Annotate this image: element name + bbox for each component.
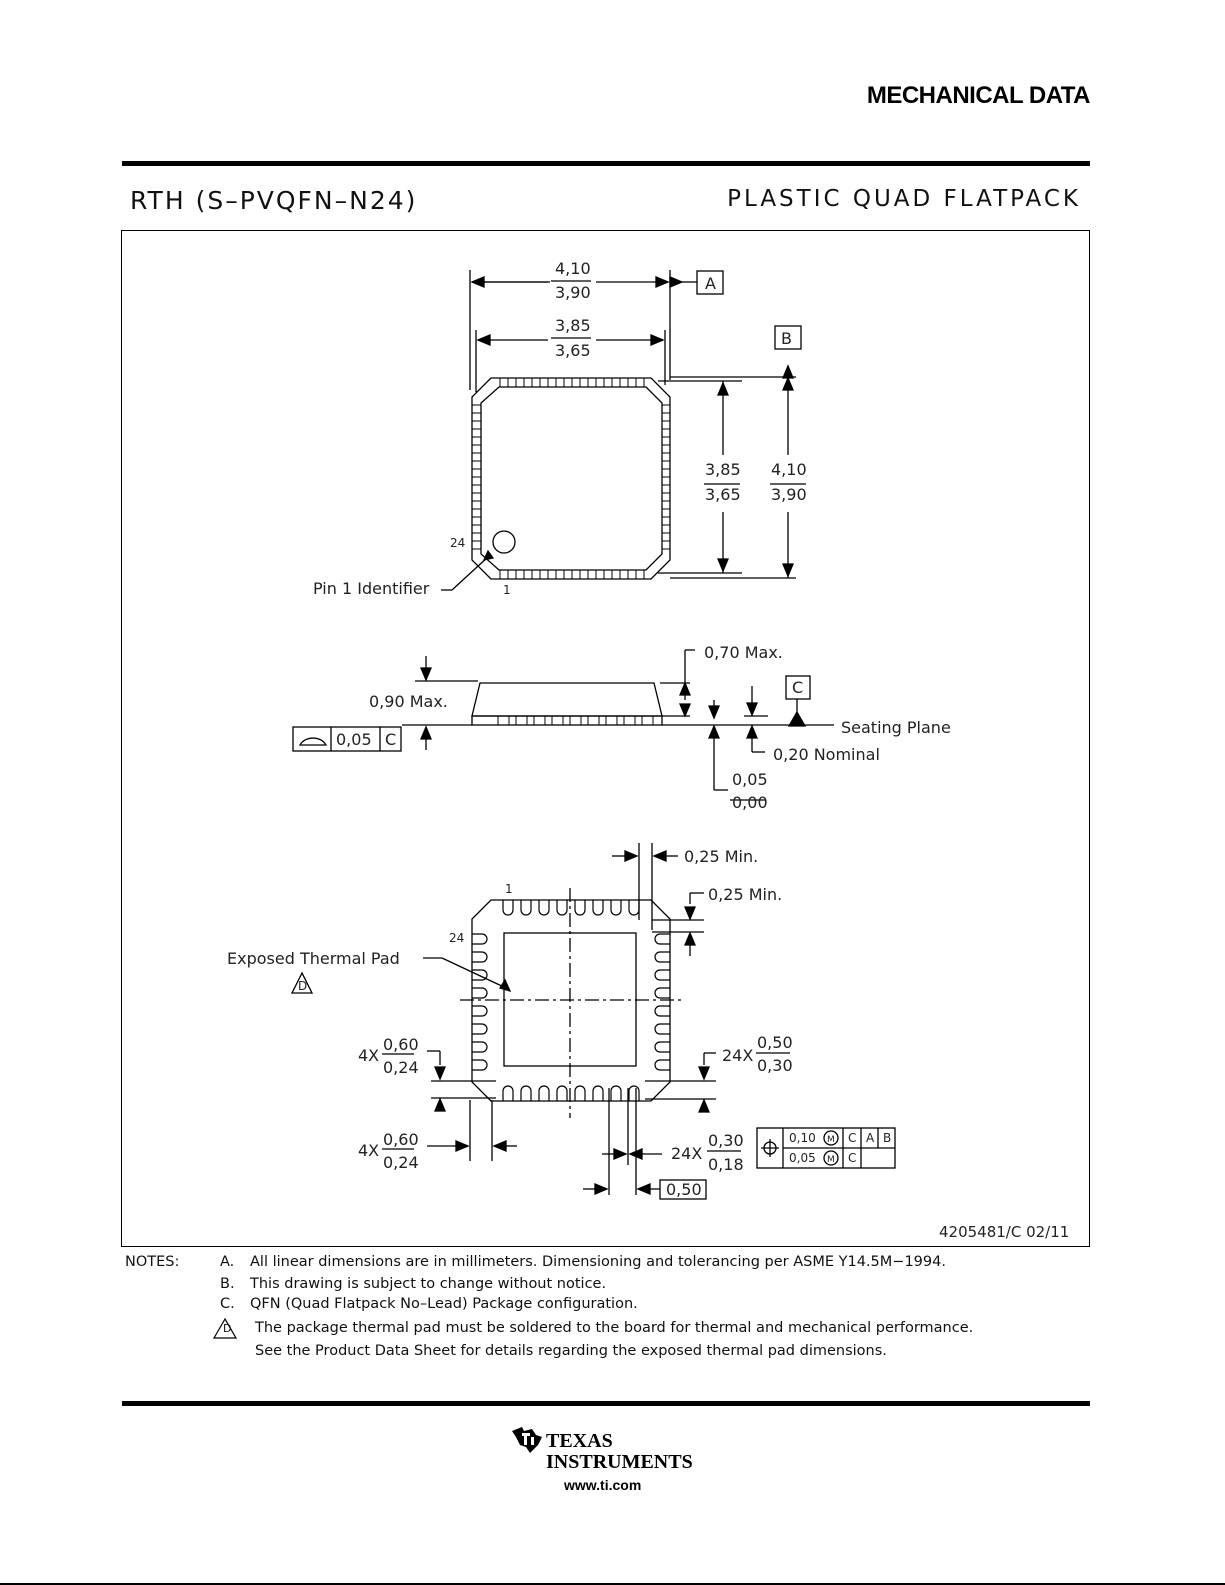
note-a-text: All linear dimensions are in millimeters…	[250, 1254, 946, 1270]
lead-width-min: 0,18	[708, 1155, 744, 1174]
dim-outer-height-max: 4,10	[771, 460, 807, 479]
corner2-max: 0,60	[383, 1130, 419, 1149]
lead-pitch: 0,50	[666, 1180, 702, 1199]
dim-inner-width-min: 3,65	[555, 341, 591, 360]
note-d-text-continued: See the Product Data Sheet for details r…	[255, 1343, 887, 1359]
footer-rule	[122, 1401, 1090, 1406]
page-bottom-edge	[0, 1583, 1225, 1585]
exposed-pad-label: Exposed Thermal Pad	[227, 949, 400, 968]
notes-label: NOTES:	[125, 1254, 180, 1270]
dim-outer-width-max: 4,10	[555, 259, 591, 278]
dim-outer-width-min: 3,90	[555, 283, 591, 302]
datum-b: B	[781, 329, 792, 348]
position-tol-2-modifier: M	[827, 1155, 835, 1165]
corner-multiplier-1: 4X	[358, 1046, 379, 1065]
pin24-label-bottom: 24	[449, 931, 464, 945]
seating-plane-label: Seating Plane	[841, 718, 951, 737]
lead-length-multiplier: 24X	[722, 1046, 753, 1065]
pin24-label-top: 24	[450, 536, 465, 550]
note-c-letter: C.	[220, 1296, 235, 1312]
top-view	[441, 270, 806, 591]
min-clearance-1: 0,25 Min.	[684, 847, 758, 866]
ti-logo-icon	[512, 1427, 542, 1453]
note-a-letter: A.	[220, 1254, 235, 1270]
dim-inner-height-min: 3,65	[705, 485, 741, 504]
side-view	[292, 649, 834, 801]
corner-multiplier-2: 4X	[358, 1141, 379, 1160]
note-b-letter: B.	[220, 1276, 235, 1292]
datum-a: A	[705, 274, 716, 293]
flatness-datum: C	[385, 730, 396, 749]
position-tol-1-datum-b: B	[883, 1131, 891, 1145]
ti-brand-line2: INSTRUMENTS	[546, 1451, 693, 1473]
pin1-identifier-label: Pin 1 Identifier	[313, 579, 430, 598]
lead-length-max: 0,50	[757, 1033, 793, 1052]
position-tol-1-datum-a: A	[866, 1131, 875, 1145]
note-d-letter: D	[223, 1322, 232, 1335]
flatness-value: 0,05	[336, 730, 372, 749]
package-designator: RTH (S–PVQFN–N24)	[130, 186, 418, 215]
page-header-title: MECHANICAL DATA	[866, 82, 1091, 109]
dim-inner-height-max: 3,85	[705, 460, 741, 479]
corner2-min: 0,24	[383, 1153, 419, 1172]
ti-url: www.ti.com	[564, 1477, 642, 1493]
lead-width-max: 0,30	[708, 1131, 744, 1150]
position-tol-1-modifier: M	[827, 1135, 835, 1145]
position-tol-2-value: 0,05	[789, 1151, 816, 1165]
header-rule	[122, 161, 1090, 166]
datum-c: C	[792, 678, 803, 697]
corner1-min: 0,24	[383, 1058, 419, 1077]
ti-brand-line1: TEXAS	[546, 1430, 613, 1452]
nominal-label: 0,20 Nominal	[773, 745, 880, 764]
note-d-text: The package thermal pad must be soldered…	[255, 1320, 974, 1336]
position-tol-1-value: 0,10	[789, 1131, 816, 1145]
standoff-min: 0,00	[732, 793, 768, 812]
lead-width-multiplier: 24X	[671, 1144, 702, 1163]
lead-length-min: 0,30	[757, 1056, 793, 1075]
drawing-frame	[121, 230, 1090, 1247]
document-number: 4205481/C 02/11	[939, 1223, 1069, 1241]
max-height-body: 0,70 Max.	[704, 643, 783, 662]
package-type: PLASTIC QUAD FLATPACK	[727, 186, 1081, 212]
dim-outer-height-min: 3,90	[771, 485, 807, 504]
pin1-label-top: 1	[503, 583, 511, 597]
note-b-text: This drawing is subject to change withou…	[250, 1276, 607, 1292]
note-d-marker: D	[298, 979, 307, 993]
position-tol-1-datum-c: C	[848, 1131, 856, 1145]
note-c-text: QFN (Quad Flatpack No–Lead) Package conf…	[250, 1296, 638, 1312]
min-clearance-2: 0,25 Min.	[708, 885, 782, 904]
max-height-total: 0,90 Max.	[369, 692, 448, 711]
corner1-max: 0,60	[383, 1035, 419, 1054]
standoff-max: 0,05	[732, 770, 768, 789]
dim-inner-width-max: 3,85	[555, 316, 591, 335]
position-tol-2-datum-c: C	[848, 1151, 856, 1165]
bottom-view	[290, 843, 896, 1200]
pin1-label-bottom: 1	[505, 882, 513, 896]
